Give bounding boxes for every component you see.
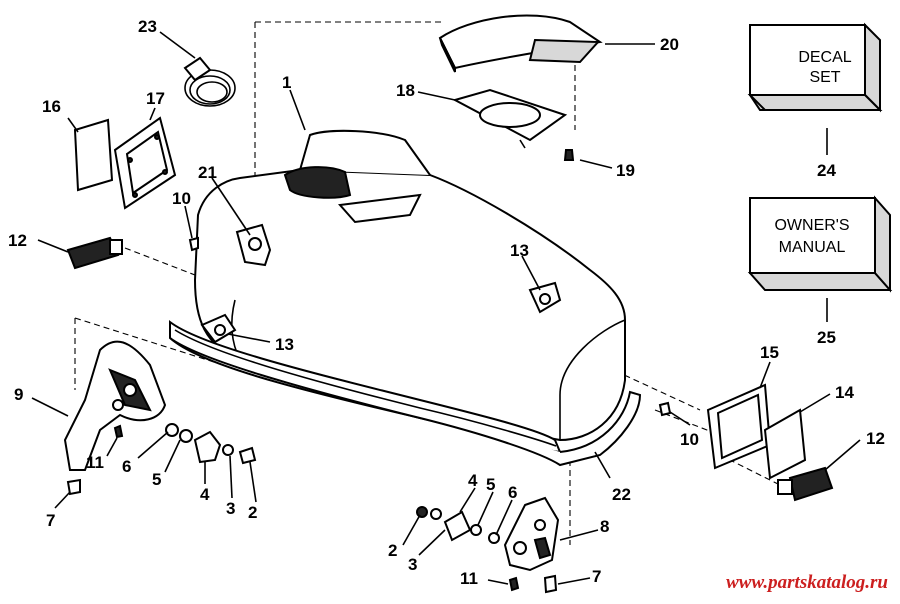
callout-23: 23	[138, 17, 157, 36]
callout-7-right: 7	[592, 567, 601, 586]
vent-bracket	[452, 88, 568, 149]
callout-3-left: 3	[226, 499, 235, 518]
callout-25: 25	[817, 328, 836, 347]
right-small-screw	[658, 401, 672, 417]
callout-13-bottom: 13	[275, 335, 294, 354]
callout-19: 19	[616, 161, 635, 180]
right-plate	[706, 383, 772, 470]
callout-12-right: 12	[866, 429, 885, 448]
callout-12-left: 12	[8, 231, 27, 250]
callout-17: 17	[146, 89, 165, 108]
right-fastener-group	[416, 506, 558, 594]
callout-4-right: 4	[468, 471, 478, 490]
callout-6-left: 6	[122, 457, 131, 476]
vent-cover	[438, 14, 603, 73]
callout-7-left: 7	[46, 511, 55, 530]
right-decal-patch	[763, 408, 807, 480]
callout-11-right: 11	[460, 569, 478, 588]
owners-manual-label-2: MANUAL	[779, 239, 846, 256]
owners-manual-box: OWNER'S MANUAL	[747, 195, 893, 293]
mounting-plate	[113, 116, 177, 210]
callout-6-right: 6	[508, 483, 517, 502]
owners-manual-label-1: OWNER'S	[774, 217, 849, 234]
callout-13-top: 13	[510, 241, 529, 260]
callout-9: 9	[14, 385, 23, 404]
watermark: www.partskatalog.ru	[726, 572, 888, 593]
callout-8: 8	[600, 517, 609, 536]
decal-set-box: DECAL SET	[747, 22, 883, 113]
mounting-bracket	[63, 340, 167, 471]
callout-10-left: 10	[172, 189, 191, 208]
callout-21: 21	[198, 163, 217, 182]
cover-seal	[169, 319, 642, 467]
callout-2-left: 2	[248, 503, 257, 522]
right-mounting-bracket	[503, 496, 560, 572]
callout-22: 22	[612, 485, 631, 504]
callout-20: 20	[660, 35, 679, 54]
callout-24: 24	[817, 161, 836, 180]
callout-16: 16	[42, 97, 61, 116]
decal-patch	[73, 118, 114, 192]
callout-3-right: 3	[408, 555, 417, 574]
small-screw	[188, 236, 199, 252]
callout-5-right: 5	[486, 475, 495, 494]
decal-set-label-1: DECAL	[798, 49, 851, 66]
left-fastener-group	[66, 423, 257, 496]
callout-4-left: 4	[200, 485, 210, 504]
callout-15: 15	[760, 343, 779, 362]
screw	[563, 149, 575, 161]
callout-11-left: 11	[86, 453, 104, 472]
callout-10-right: 10	[680, 430, 699, 449]
cover-latch-handles	[200, 223, 562, 344]
callout-5-left: 5	[152, 470, 161, 489]
decal-set-label-2: SET	[809, 69, 840, 86]
callout-14: 14	[835, 383, 854, 402]
wire-harness	[183, 56, 236, 107]
callout-1: 1	[282, 73, 291, 92]
callout-18: 18	[396, 81, 415, 100]
right-rubber-plug	[777, 466, 834, 502]
leader-lines	[31, 31, 861, 585]
engine-cover	[193, 129, 626, 442]
rubber-plug	[66, 236, 123, 270]
callout-numbers: 1 20 18 19 23 16 17 10 21 12 13 13 24 25…	[8, 17, 885, 588]
callout-2-right: 2	[388, 541, 397, 560]
